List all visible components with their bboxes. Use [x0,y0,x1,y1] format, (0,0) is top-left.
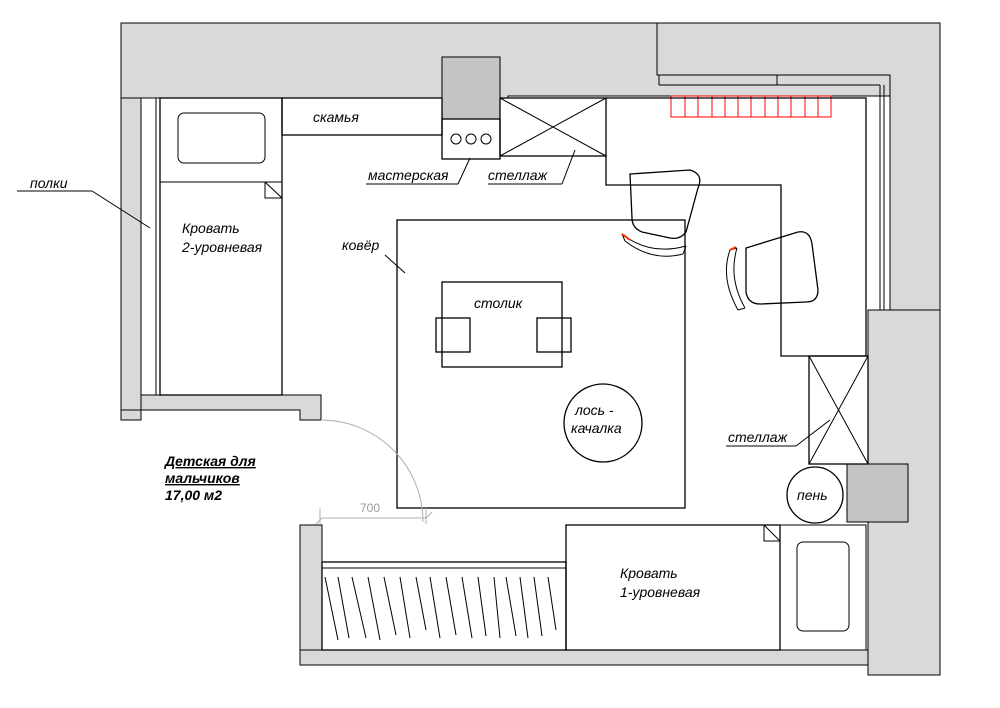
single-bed [565,524,867,651]
column-top [441,56,501,120]
bench [281,97,443,136]
carpet [384,219,686,509]
desk [605,97,867,357]
label-bench: скамья [313,109,359,125]
label-workshop: мастерская [368,167,449,183]
wall-left [120,97,142,419]
wall-left-bottom [140,394,322,421]
label-moose-1: лось - [574,402,614,418]
text-labels: полки Кровать 2-уровневая скамья мастерс… [30,109,828,600]
label-table: столик [474,295,524,311]
wardrobe [321,561,567,651]
label-rack-right: стеллаж [728,429,789,445]
room-title-area: 17,00 м2 [165,487,222,503]
leader-lines [366,149,831,447]
label-carpet: ковёр [342,237,379,253]
rack-right [808,355,869,465]
shelves [17,97,157,396]
door [315,419,433,525]
label-bunk-bed-1: Кровать [182,220,240,236]
wall-top-right [656,22,941,311]
walls [120,22,941,676]
room-title-line1: Детская для [164,453,256,469]
label-stump: пень [797,487,828,503]
label-rack-top: стеллаж [488,167,549,183]
wall-bottom [299,649,869,666]
column-right [846,463,909,523]
room-title: Детская для мальчиков 17,00 м2 [164,453,256,503]
room-title-line2: мальчиков [165,470,240,486]
table [435,281,572,368]
moose-rocker [563,383,643,463]
window-right [658,75,885,310]
stump [786,466,844,524]
label-single-bed-1: Кровать [620,565,678,581]
radiator [670,95,832,118]
wall-bottom-left [299,524,323,666]
label-door-width: 700 [360,501,380,515]
wall-left-stub [120,409,142,421]
bunk-bed [159,97,283,396]
rack-top [499,97,607,157]
workshop [441,118,501,160]
label-single-bed-2: 1-уровневая [620,584,701,600]
chair-1 [621,169,701,257]
label-bunk-bed-2: 2-уровневая [181,239,263,255]
label-moose-2: качалка [571,420,622,436]
label-shelves: полки [30,175,68,191]
chair-2 [725,231,819,311]
